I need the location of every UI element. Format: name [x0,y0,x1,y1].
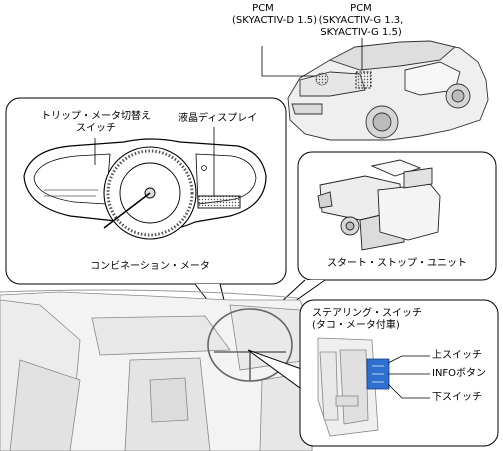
pcm-gasoline-line2-text: SKYACTIV-G 1.5) [320,27,402,38]
down-switch-label: 下スイッチ [432,392,482,403]
steering-switch-illustration [317,337,379,437]
pcm-diesel-label: PCM (SKYACTIV-D 1.5) [232,3,318,27]
pcm-label-text: PCM [350,3,372,14]
pcm-diesel-variant-text: (SKYACTIV-D 1.5) [232,15,318,26]
info-button-label: INFOボタン [432,368,487,379]
trip-switch-line2: スイッチ [76,123,116,134]
meter-leader-lines [94,127,215,196]
pcm-gasoline-line1-text: (SKYACTIV-G 1.3, [318,15,404,26]
pcm-leader-lines [261,38,363,77]
steering-switch-markings [372,365,384,383]
switch-leader-lines [387,355,430,399]
combination-meter-label: コンビネーション・メータ [90,261,210,272]
pcm-gasoline-label: PCM (SKYACTIV-G 1.3, SKYACTIV-G 1.5) [318,3,404,39]
trip-switch-label: トリップ・メータ切替え スイッチ [36,111,156,135]
start-stop-unit-illustration [317,159,441,251]
start-stop-unit-label: スタート・ストップ・ユニット [327,258,467,269]
pcm-module-icon [355,71,372,89]
steering-switch-label: ステアリング・スイッチ (タコ・メータ付車) [312,308,422,332]
dashboard-hood-line [0,289,299,299]
car-interior-illustration [0,291,313,451]
steering-switch-line1: ステアリング・スイッチ [312,308,422,319]
pcm-diesel-location [315,72,329,86]
combination-meter-illustration [23,138,267,240]
steering-switch-line2: (タコ・メータ付車) [312,320,400,331]
pcm-label-text: PCM [252,3,274,14]
car-exterior-illustration [287,40,489,141]
up-switch-label: 上スイッチ [432,350,482,361]
lcd-display-label: 液晶ディスプレイ [178,113,258,124]
trip-switch-line1: トリップ・メータ切替え [41,111,151,122]
